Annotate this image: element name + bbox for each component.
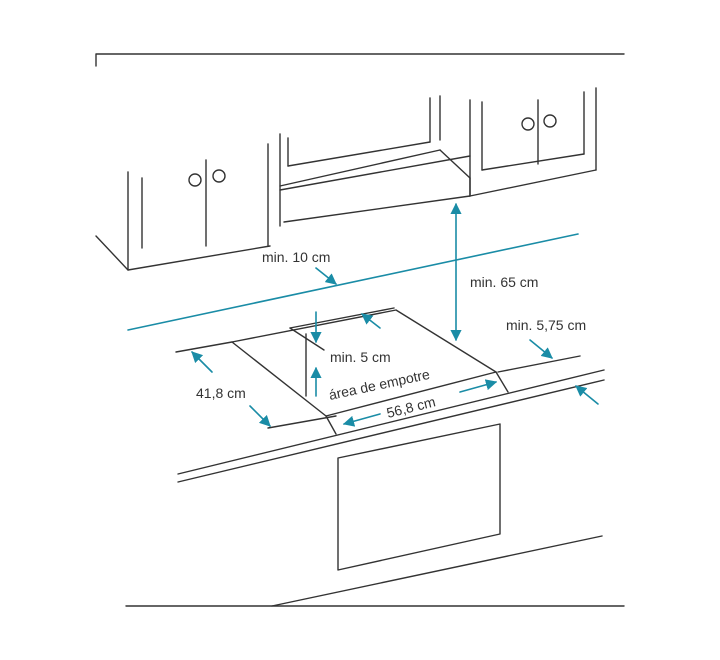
- width-dimension: [342, 379, 498, 427]
- min-575-label: min. 5,75 cm: [506, 317, 586, 333]
- min-5-label: min. 5 cm: [330, 349, 391, 365]
- upper-cabinet-right: [469, 87, 597, 197]
- min-575-dimension: [529, 339, 599, 405]
- range-hood: [279, 149, 471, 223]
- depth-label: 41,8 cm: [196, 385, 246, 401]
- min-65-label: min. 65 cm: [470, 274, 538, 290]
- countertop: [175, 341, 605, 483]
- min-10-label: min. 10 cm: [262, 249, 330, 265]
- cutout-area: [231, 307, 509, 435]
- min-5-dimension: [310, 311, 381, 397]
- oven: [271, 423, 603, 607]
- depth-dimension: [191, 351, 271, 427]
- upper-cabinet-middle: [279, 95, 441, 227]
- ceiling: [95, 53, 625, 67]
- upper-cabinet-left: [95, 143, 271, 271]
- min-10-dimension: [127, 233, 579, 331]
